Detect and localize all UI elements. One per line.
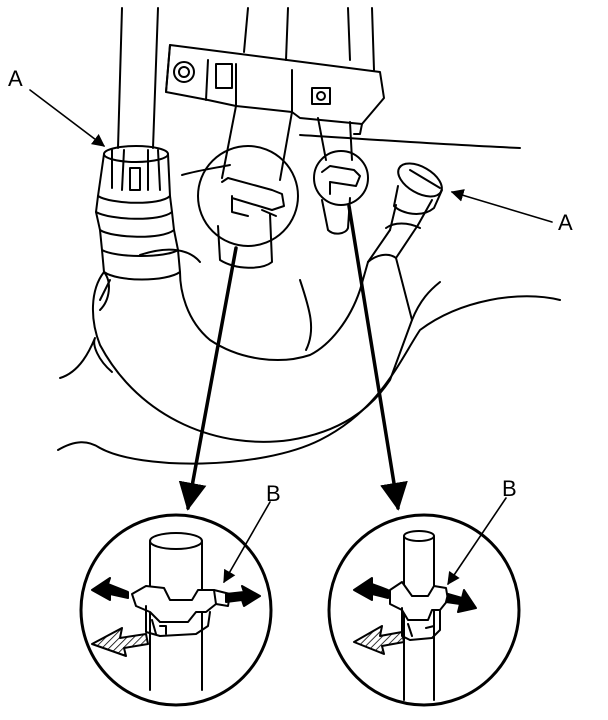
callout-label-a-right: A xyxy=(558,210,573,235)
detail-circle-top-left xyxy=(197,145,299,269)
center-pipes xyxy=(221,105,353,181)
upper-pipes xyxy=(117,7,375,149)
right-hose-assembly xyxy=(299,162,443,351)
mounting-bracket xyxy=(165,44,385,135)
left-hose-assembly xyxy=(91,145,441,443)
callout-label-a-left: A xyxy=(8,66,23,91)
detail-circle-bottom-right xyxy=(327,497,521,707)
background-body-lines xyxy=(57,134,561,465)
detail-circle-top-right xyxy=(313,150,369,235)
detail-circle-bottom-left xyxy=(79,501,273,707)
leader-arrows xyxy=(178,204,408,511)
callout-label-b-right: B xyxy=(502,476,517,501)
callout-label-b-left: B xyxy=(266,481,281,506)
callout-a-leaders xyxy=(29,89,553,223)
